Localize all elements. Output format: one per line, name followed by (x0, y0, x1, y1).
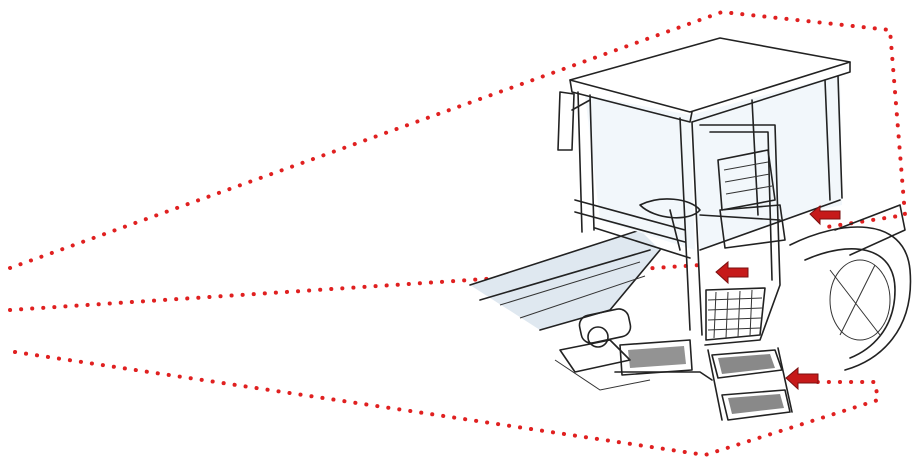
arrows (715, 204, 841, 391)
rear-wheel (789, 204, 912, 371)
cab-steps (614, 339, 793, 421)
arrow-lower (785, 366, 819, 391)
arrow-middle (715, 260, 749, 285)
tractor-hood (469, 229, 661, 331)
cab-floor (705, 287, 766, 341)
arrow-upper (809, 204, 841, 226)
dotted-line-lower (13, 350, 881, 458)
seat (639, 149, 786, 251)
